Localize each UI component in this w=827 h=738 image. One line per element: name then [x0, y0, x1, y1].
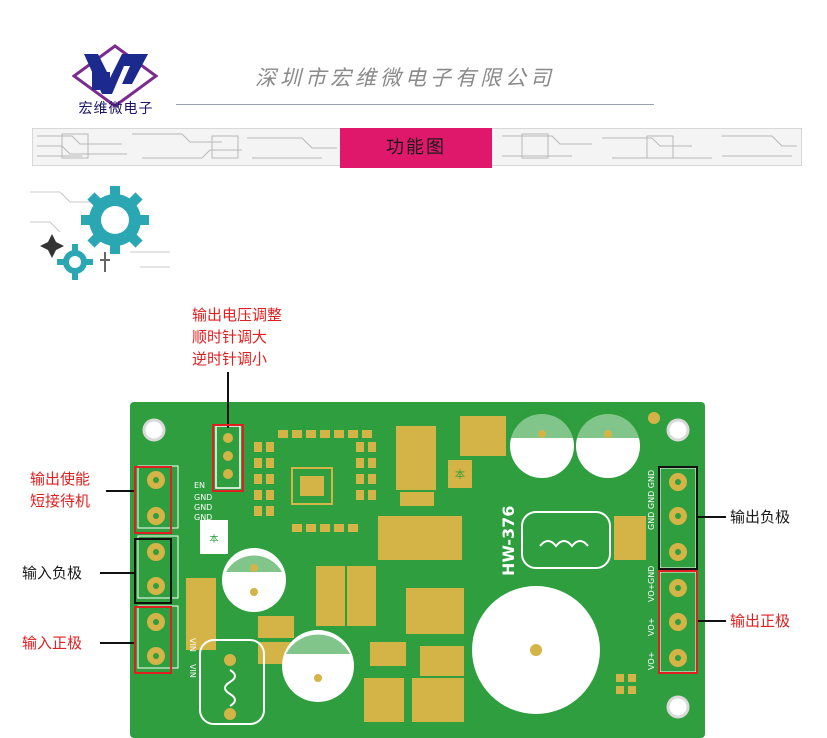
- svg-text:本: 本: [209, 533, 218, 545]
- input-negative-leader: [100, 572, 134, 574]
- output-negative-leader: [698, 516, 726, 518]
- pcb-board: 本 本 EN GND GND GND VIN VIN GND GND GND G…: [130, 402, 705, 738]
- input-positive-frame: [134, 606, 172, 674]
- silk-vo-3: VO+: [647, 652, 656, 670]
- company-name: 深圳市宏维微电子有限公司: [255, 66, 555, 90]
- logo-caption: 宏维微电子: [78, 101, 154, 117]
- input-negative-frame: [134, 538, 172, 604]
- silk-gnd-out: GND GND GND: [647, 470, 656, 530]
- silk-en: EN: [194, 481, 205, 490]
- voltage-adjust-leader: [227, 372, 229, 428]
- enable-frame: [134, 466, 172, 534]
- enable-label: 输出使能 短接待机: [30, 470, 91, 510]
- silk-vo-1: VO+: [647, 584, 656, 602]
- output-positive-label: 输出正极: [730, 612, 791, 630]
- input-positive-leader: [100, 642, 134, 644]
- output-positive-frame: [658, 570, 698, 674]
- silk-gnd-side: GND: [647, 566, 656, 584]
- output-negative-frame: [658, 466, 698, 570]
- silk-vin-1: VIN: [188, 638, 197, 652]
- svg-text:本: 本: [455, 468, 465, 481]
- silk-gnd-1: GND: [194, 493, 212, 502]
- silk-vo-2: VO+: [647, 618, 656, 636]
- enable-leader: [106, 490, 134, 492]
- output-positive-leader: [698, 620, 726, 622]
- model-label: HW-376: [499, 506, 518, 576]
- silk-gnd-3: GND: [194, 513, 212, 522]
- header-divider: [176, 104, 654, 105]
- section-title: 功能图: [340, 128, 492, 168]
- output-negative-label: 输出负极: [730, 508, 791, 526]
- input-positive-label: 输入正极: [22, 634, 83, 652]
- voltage-adjust-frame: [212, 424, 244, 492]
- silk-vin-2: VIN: [188, 664, 197, 678]
- gear-icon: [30, 186, 170, 280]
- input-negative-label: 输入负极: [22, 564, 83, 582]
- silk-gnd-2: GND: [194, 503, 212, 512]
- voltage-adjust-label: 输出电压调整 顺时针调大 逆时针调小: [192, 306, 283, 368]
- company-logo: [72, 44, 158, 108]
